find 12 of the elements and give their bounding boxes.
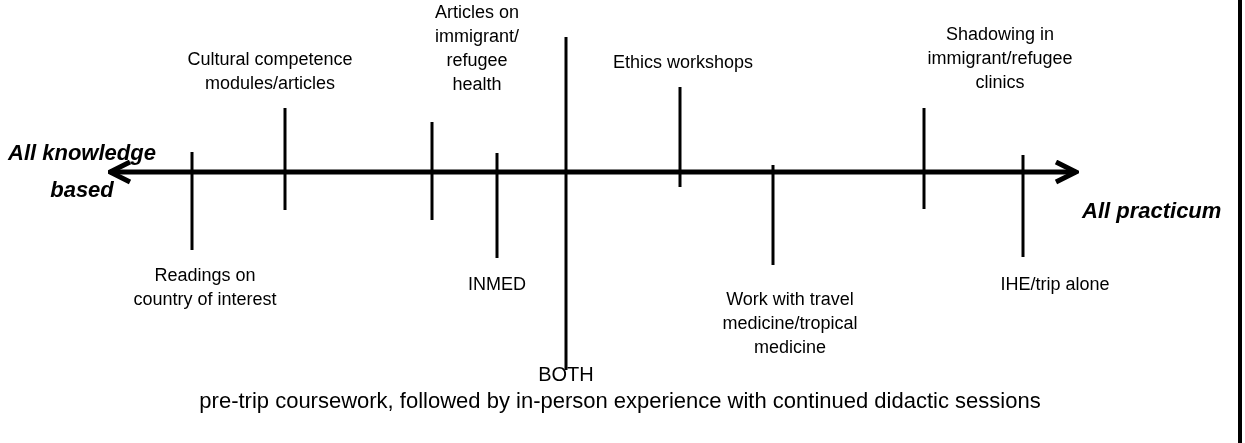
timeline-label: Readings on country of interest	[133, 265, 277, 309]
timeline-label: Cultural competence modules/articles	[187, 49, 353, 93]
timeline-label: Articles on immigrant/ refugee health	[434, 2, 519, 94]
axis-end-label: All knowledge based	[8, 140, 156, 202]
timeline-label: Ethics workshops	[612, 52, 754, 72]
axis-end-label: All practicum	[1082, 198, 1222, 223]
caption-text: pre-trip coursework, followed by in-person experience with continued didactic sessions	[199, 388, 1041, 413]
midpoint-label: BOTH	[538, 363, 594, 385]
timeline-label: Shadowing in immigrant/refugee clinics	[927, 24, 1073, 92]
timeline-label: Work with travel medicine/tropical medicine	[722, 289, 858, 357]
timeline-label: INMED	[468, 274, 526, 294]
timeline-label: IHE/trip alone	[1000, 274, 1110, 294]
